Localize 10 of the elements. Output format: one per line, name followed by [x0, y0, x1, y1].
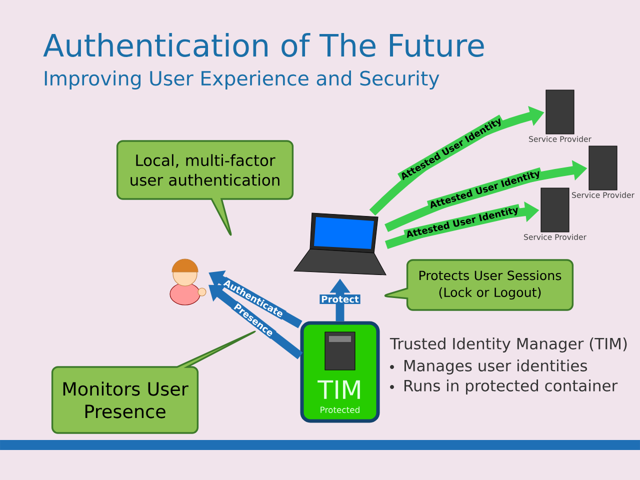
edge-label: Protect: [320, 294, 360, 304]
speech-bubble: Local, multi-factor user authentication: [116, 140, 294, 236]
bullet-item: Manages user identities: [404, 360, 588, 374]
speech-bubble: Monitors User Presence: [51, 330, 256, 434]
heading-text: Trusted Identity Manager (TIM): [390, 338, 627, 352]
tim-box: TIM Protected: [300, 321, 380, 423]
subtitle: Improving User Experience and Security: [44, 70, 440, 90]
person-icon: [170, 258, 206, 306]
title: Authentication of The Future: [43, 33, 484, 57]
bullet-item: Runs in protected container: [404, 380, 618, 394]
